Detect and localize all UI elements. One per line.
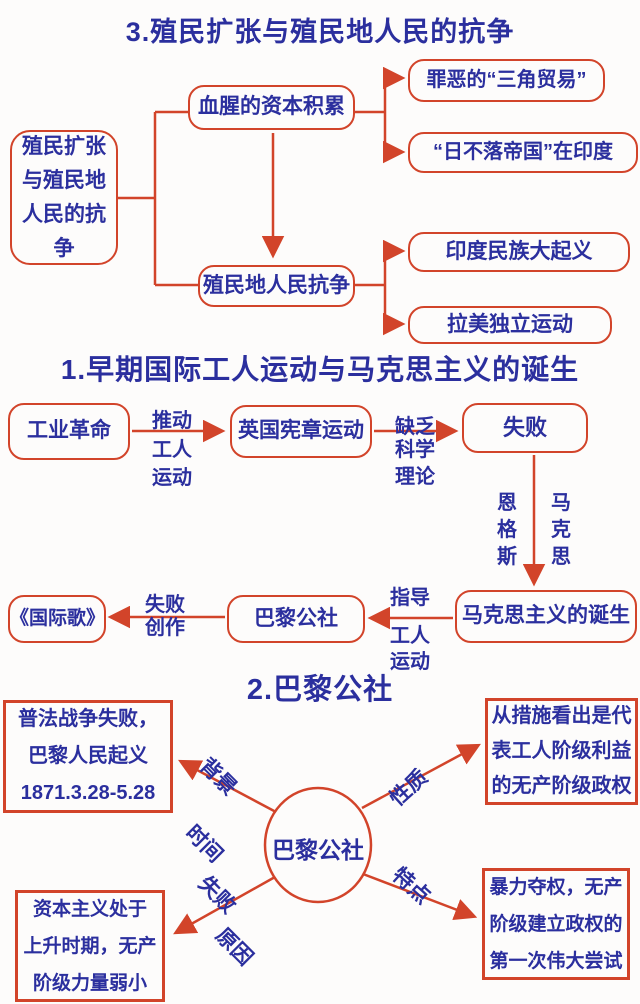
edge-label-promote-top: 推动 <box>152 410 192 432</box>
box-commune-background: 普法战争失败， 巴黎人民起义 1871.3.28-5.28 <box>3 700 173 813</box>
node-colonial-resistance: 殖民地人民抗争 <box>198 265 355 307</box>
leaf-sun-never-sets: “日不落帝国”在印度 <box>408 132 638 173</box>
edge-label-engels: 恩 格 斯 <box>497 492 517 568</box>
edge-label-marx: 马 克 思 <box>551 492 571 568</box>
commune-center-circle <box>263 786 373 904</box>
node-failure: 失败 <box>462 403 588 453</box>
edge-label-failure-creation: 失败 创作 <box>145 594 185 639</box>
node-industrial-revolution: 工业革命 <box>8 403 130 460</box>
arrow-to-background-box <box>178 759 277 814</box>
section-title-colonial: 3.殖民扩张与殖民地人民的抗争 <box>125 17 515 47</box>
node-paris-commune: 巴黎公社 <box>227 595 365 643</box>
commune-center-label: 巴黎公社 <box>272 837 364 863</box>
edge-label-promote-bottom: 工人 运动 <box>152 439 192 489</box>
node-marxism-birth: 马克思主义的诞生 <box>455 590 637 643</box>
box-commune-nature: 从措施看出是代 表工人阶级利益 的无产阶级政权 <box>485 698 638 805</box>
section-title-commune: 2.巴黎公社 <box>246 674 394 706</box>
node-colonial-root: 殖民扩张 与殖民地 人民的抗 争 <box>10 130 118 265</box>
edge-label-lack-bottom: 科学 理论 <box>395 439 435 488</box>
box-commune-failure-reason: 资本主义处于 上升时期，无产 阶级力量弱小 <box>15 890 165 1002</box>
edge-label-guide-bottom: 工人 运动 <box>390 625 430 673</box>
edge-resistance-branch <box>355 251 387 324</box>
arrow-to-failure-reason-box <box>173 875 276 935</box>
arrow-to-nature-box <box>361 743 481 810</box>
leaf-latin-independence: 拉美独立运动 <box>408 306 612 344</box>
arrow-to-feature-box <box>362 872 478 921</box>
leaf-indian-revolt: 印度民族大起义 <box>408 232 630 272</box>
edge-label-guide-top: 指导 <box>390 587 430 609</box>
leaf-triangle-trade: 罪恶的“三角贸易” <box>408 59 605 102</box>
edge-capital-branch <box>355 78 387 152</box>
node-internationale: 《国际歌》 <box>8 595 106 643</box>
section-title-workers: 1.早期国际工人运动与马克思主义的诞生 <box>60 354 580 385</box>
box-commune-feature: 暴力夺权，无产 阶级建立政权的 第一次伟大尝试 <box>482 868 630 980</box>
node-chartist-movement: 英国宪章运动 <box>230 405 372 458</box>
node-capital-accumulation: 血腥的资本积累 <box>188 85 355 130</box>
edge-label-lack-top: 缺乏 <box>395 416 435 438</box>
